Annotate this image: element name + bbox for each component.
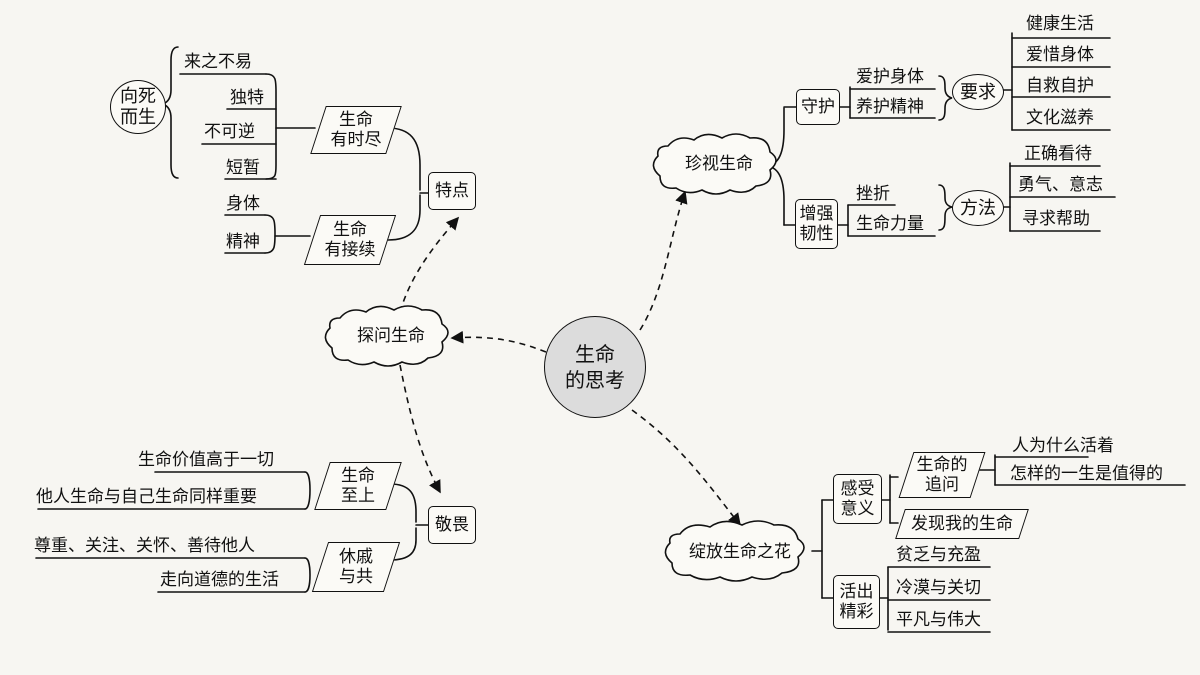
- bloom-label: 绽放生命之花: [689, 542, 791, 562]
- feel-line1: 感受: [840, 479, 875, 499]
- inquiry-line1: 生命的: [916, 455, 968, 475]
- method-ellipse: 方法: [952, 190, 1004, 226]
- dash-to-traits: [399, 216, 460, 313]
- requirement-ellipse: 要求: [952, 74, 1004, 110]
- center-topic: 生命 的思考: [544, 316, 646, 418]
- feel-box: 感受 意义: [833, 474, 882, 524]
- method-item-3: 寻求帮助: [1022, 209, 1090, 229]
- guard-item-1: 爱护身体: [856, 67, 924, 87]
- method-item-2: 勇气、意志: [1018, 175, 1103, 195]
- inquiry-item-1: 人为什么活着: [1012, 436, 1114, 456]
- live-line1: 活出: [839, 582, 874, 602]
- req-item-2: 爱惜身体: [1026, 45, 1094, 65]
- continuing-item-2: 精神: [226, 232, 260, 252]
- dash-to-bloom: [631, 409, 741, 527]
- finite-item-2: 独特: [230, 88, 264, 108]
- shared-item-1: 尊重、关注、关怀、善待他人: [34, 536, 255, 556]
- supreme-line2: 至上: [341, 486, 375, 506]
- finite-box: 生命 有时尽: [318, 106, 394, 154]
- live-line2: 精彩: [839, 602, 874, 622]
- method-item-1: 正确看待: [1024, 144, 1092, 164]
- dash-to-awe: [399, 364, 441, 494]
- dash-to-cherish: [639, 190, 688, 331]
- resilience-box: 增强 韧性: [795, 199, 838, 249]
- cloud-explore: [324, 305, 449, 367]
- dash-to-explore: [450, 330, 547, 353]
- death-life-ellipse: 向死 而生: [110, 80, 166, 134]
- death-life-line2: 而生: [120, 107, 156, 128]
- center-line2: 的思考: [565, 368, 625, 392]
- guard-item-2: 养护精神: [856, 97, 924, 117]
- death-life-line1: 向死: [120, 86, 156, 107]
- resilience-line1: 增强: [799, 204, 834, 224]
- cloud-cherish: [652, 133, 777, 195]
- cherish-label: 珍视生命: [685, 154, 753, 174]
- traits-box: 特点: [428, 172, 476, 210]
- resilience-line2: 韧性: [799, 224, 834, 244]
- live-box: 活出 精彩: [833, 575, 880, 629]
- continuing-item-1: 身体: [226, 194, 260, 214]
- inquiry-item-2: 怎样的一生是值得的: [1010, 464, 1163, 484]
- supreme-box: 生命 至上: [322, 462, 394, 510]
- shared-line2: 与共: [339, 567, 373, 587]
- supreme-line1: 生命: [341, 466, 375, 486]
- finite-line1: 生命: [339, 110, 373, 130]
- cloud-bloom: [664, 520, 805, 582]
- continuing-box: 生命 有接续: [312, 215, 388, 265]
- shared-item-2: 走向道德的生活: [160, 570, 279, 590]
- finite-item-1: 来之不易: [184, 52, 252, 72]
- supreme-item-2: 他人生命与自己生命同样重要: [36, 487, 257, 507]
- guard-box: 守护: [796, 89, 840, 125]
- continuing-line1: 生命: [333, 220, 367, 240]
- finite-item-4: 短暂: [226, 158, 260, 178]
- live-item-1: 贫乏与充盈: [896, 545, 981, 565]
- finite-line2: 有时尽: [330, 130, 382, 150]
- center-line1: 生命: [575, 342, 615, 366]
- explore-label: 探问生命: [357, 326, 425, 346]
- shared-box: 休戚 与共: [320, 542, 392, 592]
- supreme-item-1: 生命价值高于一切: [138, 450, 274, 470]
- live-item-3: 平凡与伟大: [896, 610, 981, 630]
- req-item-3: 自救自护: [1026, 76, 1094, 96]
- live-item-2: 冷漠与关切: [896, 578, 981, 598]
- req-item-1: 健康生活: [1026, 14, 1094, 34]
- feel-line2: 意义: [840, 499, 875, 519]
- req-item-4: 文化滋养: [1026, 108, 1094, 128]
- discover-box: 发现我的生命: [900, 509, 1024, 539]
- resilience-item-2: 生命力量: [856, 214, 924, 234]
- shared-line1: 休戚: [339, 547, 373, 567]
- awe-box: 敬畏: [428, 506, 476, 544]
- resilience-item-1: 挫折: [856, 184, 890, 204]
- inquiry-box: 生命的 追问: [906, 452, 978, 498]
- inquiry-line2: 追问: [925, 475, 959, 495]
- finite-item-3: 不可逆: [204, 122, 255, 142]
- continuing-line2: 有接续: [324, 240, 376, 260]
